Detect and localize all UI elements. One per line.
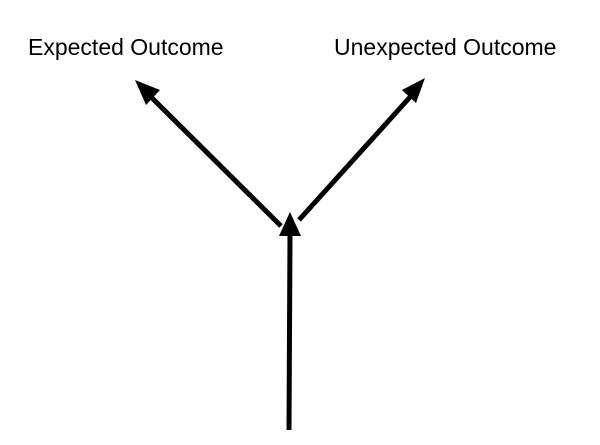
unexpected-outcome-arrow-head	[402, 78, 425, 103]
expected-outcome-arrow-head	[135, 80, 160, 105]
input-arrow-shaft	[286, 233, 293, 431]
input-arrow	[279, 212, 301, 431]
expected-outcome-arrow	[135, 80, 283, 228]
input-arrow-head	[279, 212, 301, 236]
expected-outcome-label: Expected Outcome	[28, 34, 224, 60]
expected-outcome-arrow-shaft	[148, 94, 283, 228]
unexpected-outcome-label: Unexpected Outcome	[334, 34, 556, 60]
unexpected-outcome-arrow-shaft	[297, 94, 413, 222]
unexpected-outcome-arrow	[297, 78, 425, 222]
